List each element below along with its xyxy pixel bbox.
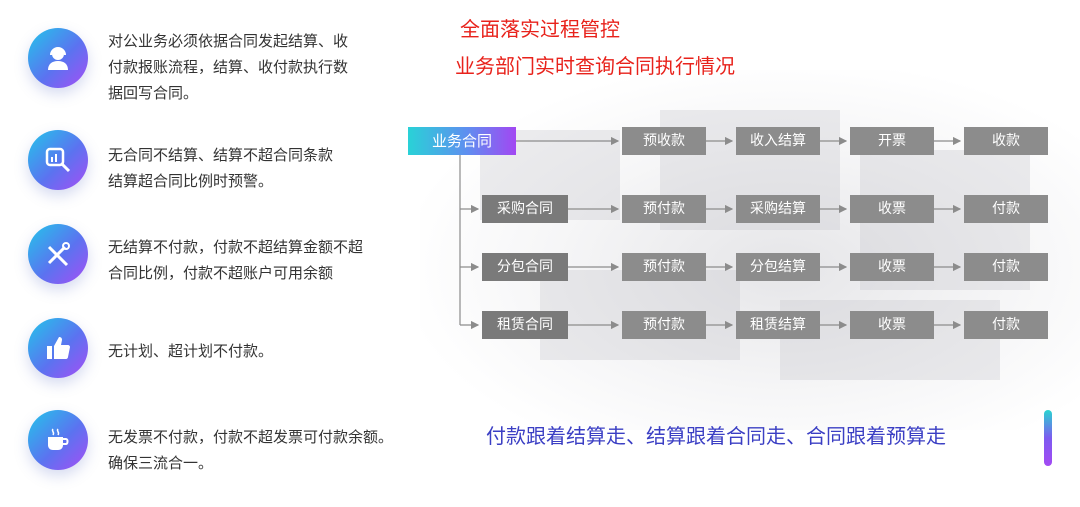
flow-node: 收票	[850, 195, 934, 223]
flow-node: 收票	[850, 253, 934, 281]
coffee-cup-icon	[28, 410, 88, 470]
flow-node-start: 租赁合同	[482, 311, 568, 339]
feature-line: 结算超合同比例时预警。	[108, 172, 274, 190]
feature-line: 据回写合同。	[108, 84, 199, 102]
feature-line: 无结算不付款，付款不超结算金额不超	[108, 238, 364, 256]
flow-node: 预付款	[622, 311, 706, 339]
feature-text-5: 无发票不付款，付款不超发票可付款余额。 确保三流合一。	[108, 424, 418, 476]
feature-text-2: 无合同不结算、结算不超合同条款 结算超合同比例时预警。	[108, 142, 418, 194]
flow-node: 收款	[964, 127, 1048, 155]
data-search-icon	[28, 130, 88, 190]
feature-line: 对公业务必须依据合同发起结算、收	[108, 32, 349, 50]
flow-node: 预付款	[622, 253, 706, 281]
flow-node: 付款	[964, 253, 1048, 281]
flow-node: 付款	[964, 311, 1048, 339]
decorative-accent-bar	[1044, 410, 1052, 466]
feature-line: 付款报账流程，结算、收付款执行数	[108, 58, 349, 76]
feature-line: 无发票不付款，付款不超发票可付款余额。	[108, 428, 394, 446]
flow-node: 付款	[964, 195, 1048, 223]
tools-icon	[28, 224, 88, 284]
feature-line: 确保三流合一。	[108, 454, 214, 472]
flow-node: 预付款	[622, 195, 706, 223]
flow-node-start: 分包合同	[482, 253, 568, 281]
flow-node: 开票	[850, 127, 934, 155]
flow-node: 采购结算	[736, 195, 820, 223]
flow-node: 收票	[850, 311, 934, 339]
customer-service-icon	[28, 28, 88, 88]
header-line-2: 业务部门实时查询合同执行情况	[455, 54, 735, 78]
flow-node: 租赁结算	[736, 311, 820, 339]
feature-text-1: 对公业务必须依据合同发起结算、收 付款报账流程，结算、收付款执行数 据回写合同。	[108, 28, 418, 106]
feature-line: 无计划、超计划不付款。	[108, 342, 274, 360]
feature-line: 无合同不结算、结算不超合同条款	[108, 146, 334, 164]
flow-node-root: 业务合同	[408, 127, 516, 155]
flow-node-start: 采购合同	[482, 195, 568, 223]
header-line-1: 全面落实过程管控	[460, 17, 620, 41]
flow-node: 分包结算	[736, 253, 820, 281]
flow-node: 收入结算	[736, 127, 820, 155]
slogan-text: 付款跟着结算走、结算跟着合同走、合同跟着预算走	[486, 424, 946, 448]
feature-text-3: 无结算不付款，付款不超结算金额不超 合同比例，付款不超账户可用余额	[108, 234, 418, 286]
feature-line: 合同比例，付款不超账户可用余额	[108, 264, 334, 282]
thumbs-up-icon	[28, 318, 88, 378]
flow-node: 预收款	[622, 127, 706, 155]
feature-text-4: 无计划、超计划不付款。	[108, 338, 418, 364]
